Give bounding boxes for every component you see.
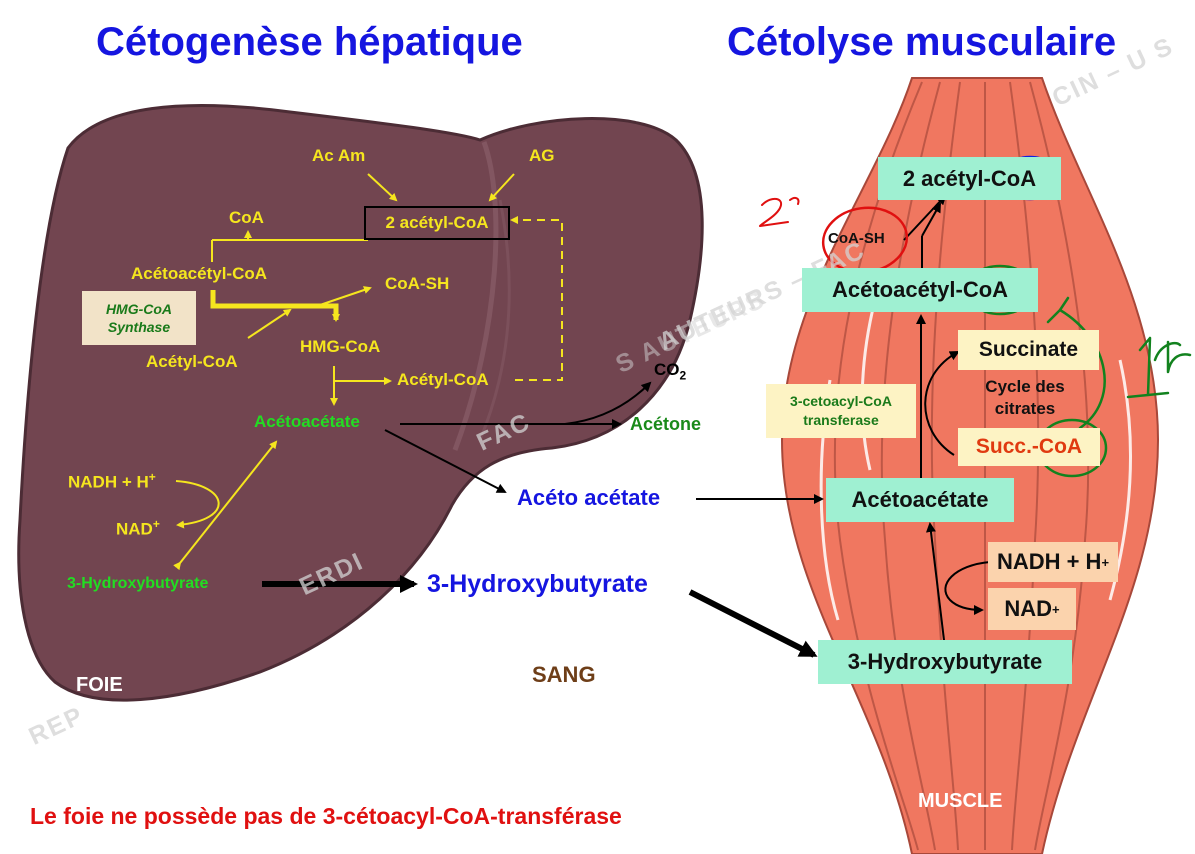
arrow-nadh-nad-muscle (944, 561, 991, 615)
arrow-succ-succinate (924, 351, 960, 456)
green-1er (1126, 336, 1192, 399)
label-ac-am: Ac Am (312, 146, 366, 165)
footer-note: Le foie ne possède pas de 3-cétoacyl-CoA… (30, 803, 622, 829)
cycle-line2: citrates (994, 399, 1056, 418)
nad-muscle-sup: + (1052, 601, 1060, 617)
acetyl-coa-b: CoA (990, 165, 1037, 191)
label-co2: CO2 (654, 360, 686, 382)
co2-text: CO (654, 360, 680, 379)
label-hydroxybutyrate-liver: 3-Hydroxybutyrate (67, 575, 209, 592)
nad-liver-sup: + (152, 517, 160, 531)
box-succinate: Succinate (958, 330, 1099, 370)
hmg-synthase-line2: Synthase (107, 319, 171, 335)
arrow-blood-to-muscle-hydroxy (688, 589, 818, 658)
liver-lobe-line (452, 141, 499, 451)
arrow-acam-acetylcoa (367, 173, 398, 202)
nad-liver-text: NAD (116, 519, 153, 539)
label-hmg-coa: HMG-CoA (300, 337, 381, 356)
label-acetyl-coa-out: Acétyl-CoA (397, 370, 489, 389)
label-muscle: MUSCLE (918, 790, 1003, 812)
box-nad-muscle: NAD+ (988, 588, 1076, 630)
label-cycle-citrates: Cycle des citrates (950, 376, 1100, 420)
acetoacetyl-coa-a: Acétoacétyl- (831, 277, 963, 302)
co2-sub: 2 (679, 368, 687, 383)
succ-coa-a: Succ.- (975, 435, 1039, 458)
label-acetoacetyl-coa: Acétoacétyl-CoA (131, 264, 268, 283)
arrow-ag-acetylcoa (488, 173, 515, 202)
nadh-liver-text: NADH + H (68, 472, 149, 492)
label-coa-sh: CoA-SH (385, 274, 450, 293)
label-sang: SANG (532, 662, 596, 687)
box-transferase: 3-cetoacyl-CoA transferase (766, 384, 916, 438)
arrow-acetyl-coa-in (247, 308, 292, 339)
arrow-co2 (564, 381, 652, 425)
acetyl-coa-num: 2 (902, 165, 916, 191)
label-aceto-acetate-blood: Acéto acétate (517, 485, 661, 510)
nadh-liver-sup: + (148, 470, 156, 484)
box-hmg-synthase: HMG-CoA Synthase (82, 291, 196, 345)
nad-muscle-text: NAD (1004, 596, 1053, 621)
title-liver: Cétogenèse hépatique (96, 20, 523, 64)
label-acetoacetate-liver: Acétoacétate (254, 412, 360, 431)
label-acetone: Acétone (630, 414, 702, 434)
red-2e (759, 196, 800, 227)
label-acetyl-coa-in: Acétyl-CoA (146, 352, 238, 371)
box-acetoacetyl-coa-muscle: Acétoacétyl-CoA (802, 268, 1038, 312)
arrow-hydroxy-acetoacetate (173, 440, 278, 571)
cycle-line1: Cycle des (985, 377, 1065, 396)
thick-yellow-path (210, 290, 340, 322)
liver-shape (17, 103, 704, 702)
label-nadh-liver: NADH + H+ (68, 470, 156, 493)
transferase-line1: 3-cetoacyl-CoA (790, 393, 892, 409)
box-acetoacetate-muscle: Acétoacétate (826, 478, 1014, 522)
acetoacetyl-coa-b: CoA (962, 277, 1009, 302)
arrow-hydroxy-acetoacetate-muscle (925, 522, 950, 649)
acetyl-coa-a: acétyl- (921, 165, 991, 191)
dashed-return (510, 216, 563, 381)
label-hydroxybutyrate-blood: 3-Hydroxybutyrate (427, 570, 648, 598)
box-hydroxybutyrate-muscle: 3-Hydroxybutyrate (818, 640, 1072, 684)
box-succ-coa: Succ.-CoA (958, 428, 1100, 466)
label-coa: CoA (229, 208, 264, 227)
green-bracket (1046, 296, 1106, 430)
nadh-muscle-sup: + (1101, 554, 1110, 570)
arrow-coa-sh (319, 286, 372, 306)
label-coa-sh-muscle: CoA-SH (828, 230, 885, 247)
transferase-line2: transferase (803, 412, 879, 428)
arrow-nadh-nad (175, 480, 220, 529)
hmg-synthase-line1: HMG-CoA (105, 301, 173, 317)
label-nad-liver: NAD+ (116, 517, 160, 540)
box-nadh-muscle: NADH + H+ (988, 542, 1118, 582)
box-2-acetyl-coa: 2 acétyl-CoA (364, 206, 510, 240)
label-foie: FOIE (76, 674, 123, 696)
arrow-to-blood-acetoacetate (384, 429, 507, 493)
label-ag: AG (529, 146, 555, 165)
title-muscle: Cétolyse musculaire (727, 20, 1117, 64)
succ-coa-b: CoA (1038, 435, 1083, 458)
nadh-muscle-text: NADH + H (996, 549, 1102, 574)
